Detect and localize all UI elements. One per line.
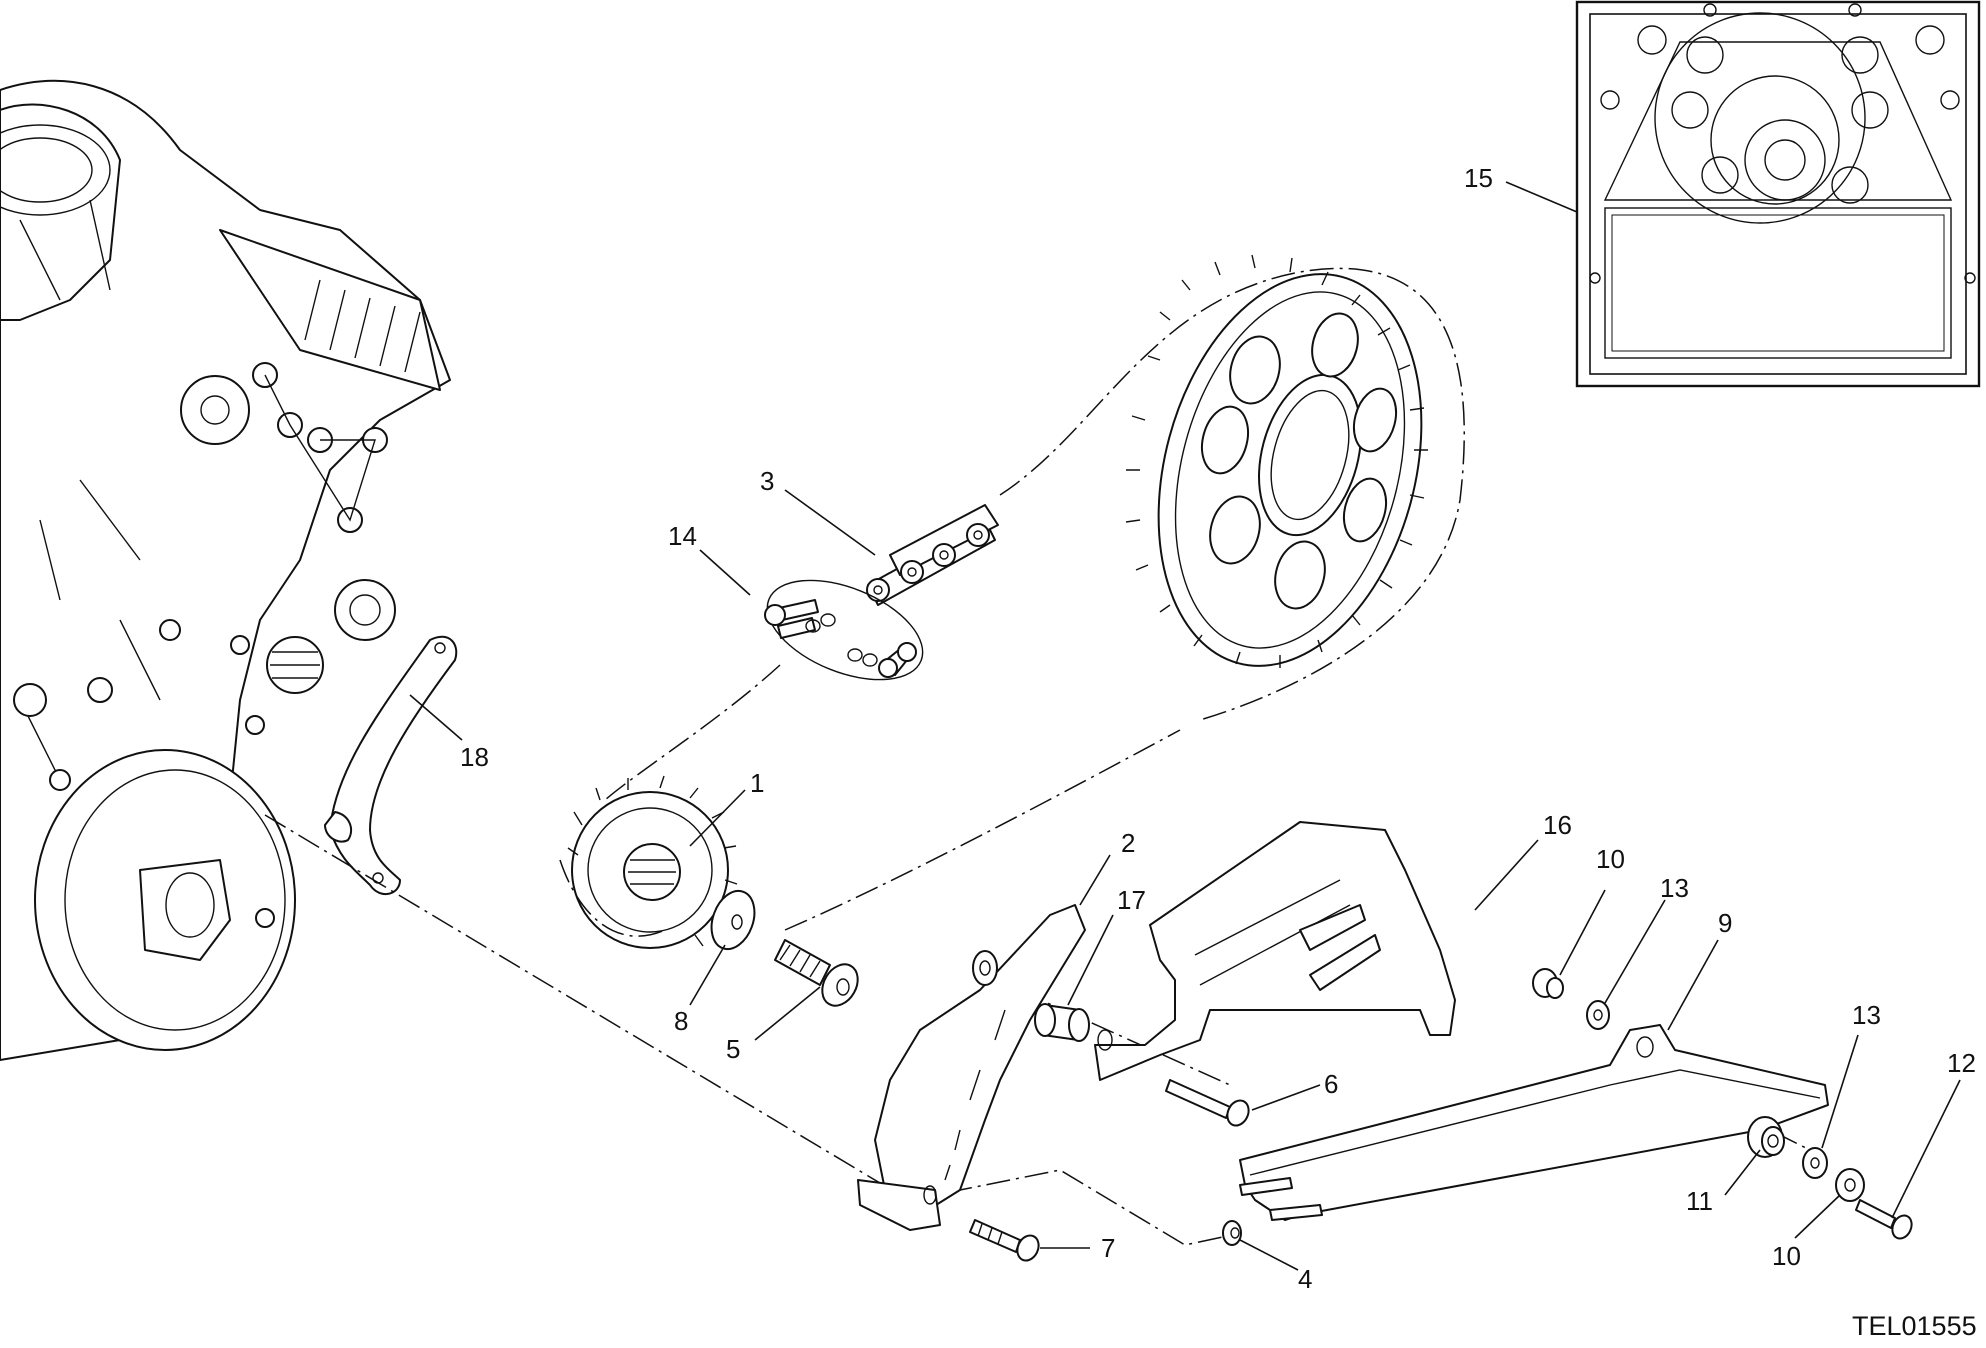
part-18-chain-guide (324, 635, 458, 895)
callout-14: 14 (668, 521, 697, 551)
callout-9: 9 (1718, 908, 1732, 938)
callout-10-lower: 10 (1772, 1241, 1801, 1271)
rear-sprocket (1125, 254, 1428, 668)
leader-lines (409, 181, 1961, 1271)
callout-10-upper: 10 (1596, 844, 1625, 874)
part-16-guard-cover (1094, 821, 1456, 1081)
part-10-washer-upper (1532, 968, 1564, 999)
engine-assembly (0, 79, 451, 1061)
callout-16: 16 (1543, 810, 1572, 840)
callout-labels: 1 2 3 4 5 6 7 8 9 10 10 11 12 13 13 14 1… (460, 163, 1976, 1294)
callout-15: 15 (1464, 163, 1493, 193)
callout-13-upper: 13 (1660, 873, 1689, 903)
callout-4: 4 (1298, 1264, 1312, 1294)
callout-18: 18 (460, 742, 489, 772)
callout-7: 7 (1101, 1233, 1115, 1263)
callout-17: 17 (1117, 885, 1146, 915)
part-9-chain-guard (1239, 1024, 1829, 1221)
part-1-front-sprocket (567, 775, 738, 949)
part-13-washer-lower (1802, 1147, 1828, 1179)
part-6-bolt (1165, 1079, 1250, 1127)
part-14-master-link-kit (764, 579, 924, 681)
callout-5: 5 (726, 1034, 740, 1064)
part-12-screw (1855, 1199, 1913, 1240)
part-5-bolt (774, 939, 859, 1007)
callout-1: 1 (750, 768, 764, 798)
callout-3: 3 (760, 466, 774, 496)
callout-11: 11 (1686, 1186, 1713, 1216)
part-2-sprocket-cover (857, 904, 1086, 1231)
diagram-reference-code: TEL01555 (1852, 1311, 1977, 1341)
part-10-washer-lower (1835, 1168, 1865, 1202)
part-11-bushing (1747, 1116, 1785, 1158)
part-3-chain-segment (866, 504, 999, 606)
part-4-nut (1222, 1220, 1242, 1246)
part-17-spacer (1034, 1003, 1090, 1042)
callout-13-lower: 13 (1852, 1000, 1881, 1030)
callout-6: 6 (1324, 1069, 1338, 1099)
callout-2: 2 (1121, 828, 1135, 858)
callout-12: 12 (1947, 1048, 1976, 1078)
callout-8: 8 (674, 1006, 688, 1036)
part-13-washer-upper (1586, 1000, 1610, 1030)
part-15-inset-detail (1575, 0, 1981, 388)
part-7-bolt (969, 1219, 1040, 1262)
